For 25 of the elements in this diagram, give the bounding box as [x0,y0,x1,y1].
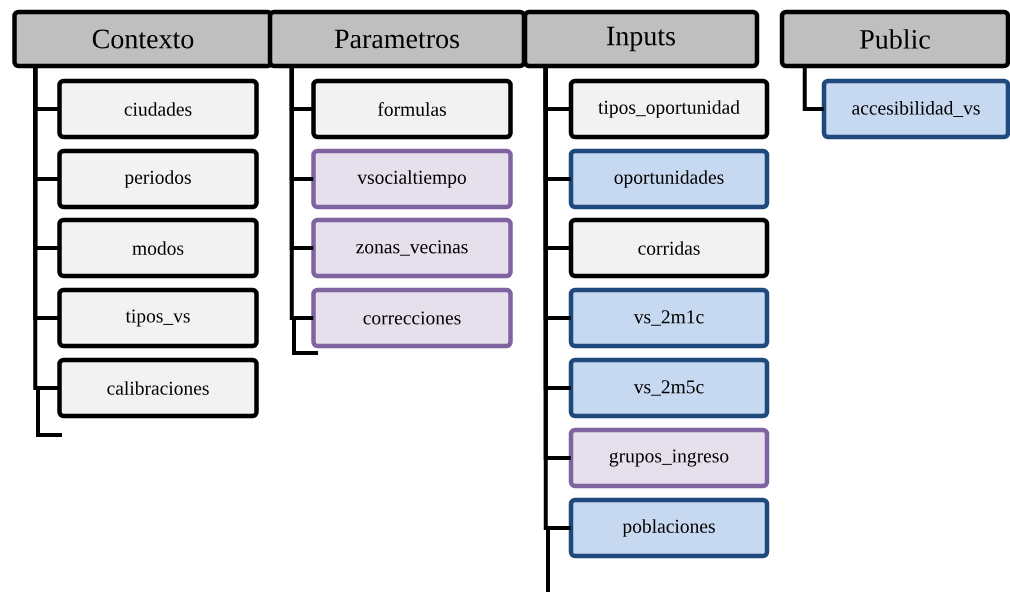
tree-connector [802,66,824,111]
table-box: poblaciones [568,497,770,559]
table-box: corridas [568,217,770,279]
header-box: Public [779,9,1010,69]
table-box: vs_2m1c [568,287,770,349]
table-box: vs_2m5c [568,357,770,419]
table-box: grupos_ingreso [568,427,770,489]
table-box: tipos_oportunidad [568,78,770,140]
table-box: correcciones [311,287,513,349]
table-box: ciudades [57,78,259,140]
table-box: periodos [57,148,259,210]
header-box: Inputs [522,9,760,69]
table-box: vsocialtiempo [311,148,513,210]
table-box: tipos_vs [57,287,259,349]
table-box: accesibilidad_vs [821,78,1010,140]
tree-connector [33,66,60,390]
table-box: modos [57,217,259,279]
table-box: calibraciones [57,357,259,419]
header-box: Parametros [267,9,527,69]
table-box: formulas [311,78,513,140]
table-box: oportunidades [568,148,770,210]
tree-connector [289,66,314,320]
table-box: zonas_vecinas [311,217,513,279]
header-box: Contexto [12,9,274,69]
tree-connector [543,66,571,530]
